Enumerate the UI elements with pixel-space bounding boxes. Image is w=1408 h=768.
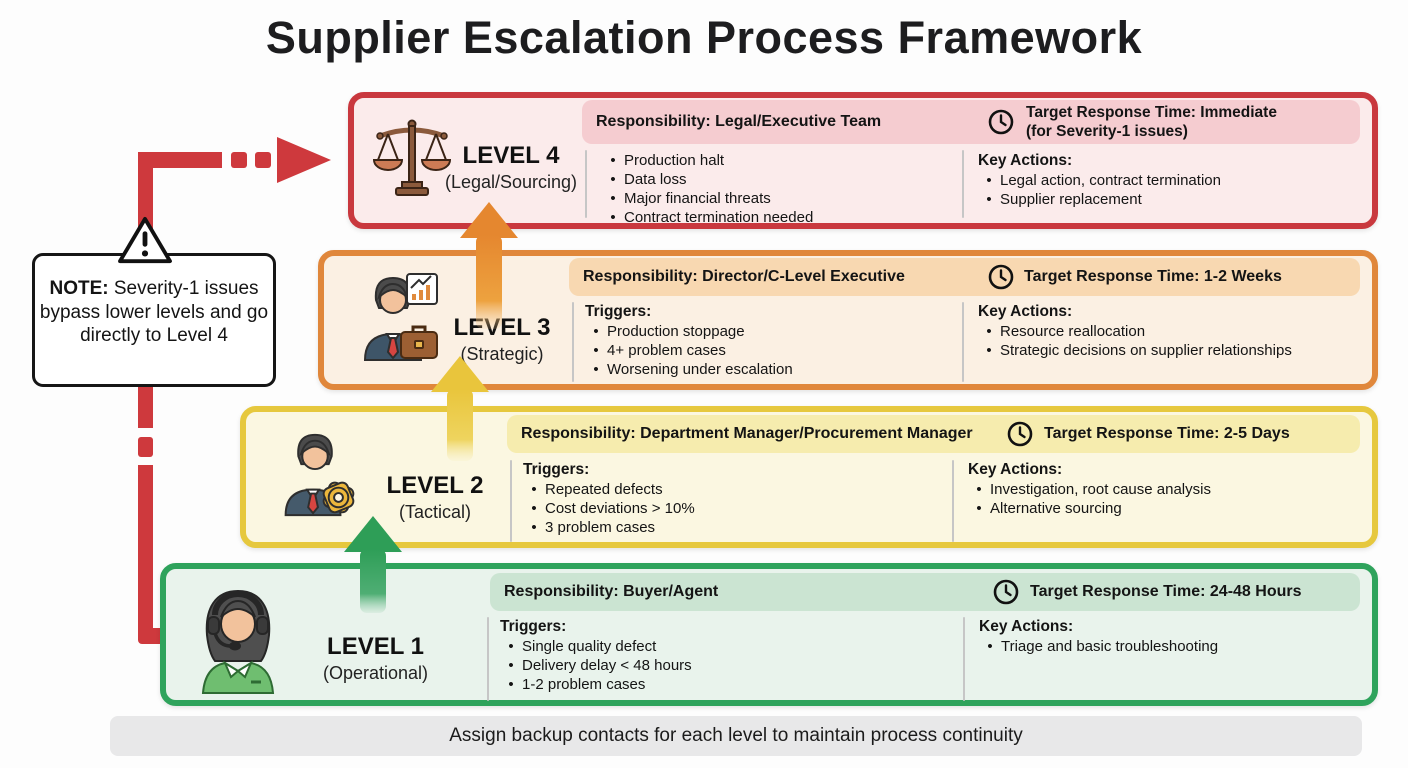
clock-icon bbox=[993, 579, 1019, 605]
trigger-item: 4+ problem cases bbox=[607, 342, 726, 359]
triggers-heading: Triggers: bbox=[523, 461, 590, 478]
manager-gear-icon bbox=[284, 433, 355, 517]
level-name: LEVEL 1 bbox=[327, 633, 424, 660]
level-subtitle: (Legal/Sourcing) bbox=[444, 172, 578, 192]
divider bbox=[487, 617, 489, 701]
key-action-item: Triage and basic troubleshooting bbox=[1001, 638, 1219, 655]
trigger-item: Cost deviations > 10% bbox=[545, 500, 695, 517]
executive-chart-icon bbox=[363, 273, 438, 361]
level4-triggers: •Production halt •Data loss •Major finan… bbox=[610, 152, 814, 226]
warning-icon bbox=[118, 216, 172, 264]
triggers-heading: Triggers: bbox=[500, 618, 567, 635]
level3-label: LEVEL 3 (Strategic) bbox=[422, 314, 582, 365]
bypass-dash bbox=[255, 152, 271, 168]
bypass-dash bbox=[231, 152, 247, 168]
clock-icon bbox=[988, 109, 1014, 135]
key-action-item: Investigation, root cause analysis bbox=[990, 481, 1211, 498]
response-time: Target Response Time: 2-5 Days bbox=[1044, 425, 1290, 442]
level3-header-strip: Responsibility: Director/C-Level Executi… bbox=[569, 258, 1360, 296]
key-actions-heading: Key Actions: bbox=[978, 152, 1073, 169]
trigger-item: Production halt bbox=[624, 152, 725, 169]
trigger-item: Single quality defect bbox=[522, 638, 657, 655]
level4-header-strip: Responsibility: Legal/Executive Team Tar… bbox=[582, 100, 1360, 144]
clock-icon bbox=[988, 264, 1014, 290]
responsibility-text: Responsibility: Department Manager/Procu… bbox=[521, 425, 973, 442]
level2-box: LEVEL 2 (Tactical) Responsibility: Depar… bbox=[240, 406, 1378, 548]
trigger-item: Data loss bbox=[624, 171, 687, 188]
level3-triggers: Triggers: •Production stoppage •4+ probl… bbox=[585, 302, 945, 379]
trigger-item: Delivery delay < 48 hours bbox=[522, 657, 692, 674]
level2-header-strip: Responsibility: Department Manager/Procu… bbox=[507, 415, 1360, 453]
response-time: Target Response Time: 1-2 Weeks bbox=[1024, 268, 1282, 285]
divider bbox=[963, 617, 965, 701]
divider bbox=[510, 460, 512, 542]
trigger-item: Major financial threats bbox=[624, 190, 771, 207]
trigger-item: Repeated defects bbox=[545, 481, 663, 498]
key-action-item: Supplier replacement bbox=[1000, 191, 1142, 208]
escalation-arrow-level3-to-level4-icon bbox=[460, 202, 518, 329]
trigger-item: Worsening under escalation bbox=[607, 361, 793, 378]
trigger-item: Production stoppage bbox=[607, 323, 745, 340]
page-title: Supplier Escalation Process Framework bbox=[265, 12, 1143, 63]
bypass-dash bbox=[138, 437, 153, 457]
balance-scale-icon bbox=[372, 119, 452, 196]
level2-label: LEVEL 2 (Tactical) bbox=[355, 472, 515, 523]
level4-label: LEVEL 4 (Legal/Sourcing) bbox=[436, 142, 586, 193]
divider bbox=[952, 460, 954, 542]
responsibility-text: Responsibility: Buyer/Agent bbox=[504, 583, 719, 600]
trigger-item: Contract termination needed bbox=[624, 209, 814, 226]
key-actions-heading: Key Actions: bbox=[978, 303, 1073, 320]
clock-icon bbox=[1007, 421, 1033, 447]
responsibility-text: Responsibility: Director/C-Level Executi… bbox=[583, 268, 905, 285]
level1-label: LEVEL 1 (Operational) bbox=[293, 633, 458, 684]
key-action-item: Legal action, contract termination bbox=[1000, 172, 1221, 189]
key-actions-heading: Key Actions: bbox=[979, 618, 1074, 635]
level4-box: LEVEL 4 (Legal/Sourcing) Responsibility:… bbox=[348, 92, 1378, 229]
level1-key-actions: Key Actions: •Triage and basic troublesh… bbox=[979, 617, 1369, 656]
note-box: NOTE: Severity-1 issues bypass lower lev… bbox=[32, 253, 276, 387]
level-name: LEVEL 2 bbox=[386, 472, 484, 499]
level-name: LEVEL 4 bbox=[462, 142, 560, 169]
support-agent-icon bbox=[201, 589, 275, 694]
response-time: Target Response Time: 24-48 Hours bbox=[1030, 583, 1302, 600]
level2-triggers: Triggers: •Repeated defects •Cost deviat… bbox=[523, 460, 903, 537]
level3-key-actions: Key Actions: •Resource reallocation •Str… bbox=[978, 302, 1368, 360]
bypass-line-top bbox=[138, 152, 222, 168]
level2-key-actions: Key Actions: •Investigation, root cause … bbox=[968, 460, 1358, 518]
key-action-item: Alternative sourcing bbox=[990, 500, 1122, 517]
divider bbox=[962, 150, 964, 218]
level-subtitle: (Tactical) bbox=[398, 502, 471, 522]
response-time: Target Response Time: Immediate (for Sev… bbox=[1026, 104, 1277, 140]
trigger-item: 3 problem cases bbox=[545, 519, 656, 536]
responsibility-text: Responsibility: Legal/Executive Team bbox=[596, 113, 882, 130]
trigger-item: 1-2 problem cases bbox=[522, 676, 646, 693]
note-text: Severity-1 issues bypass lower levels an… bbox=[39, 278, 269, 346]
level-subtitle: (Operational) bbox=[322, 663, 429, 683]
level1-box: LEVEL 1 (Operational) Responsibility: Bu… bbox=[160, 563, 1378, 706]
escalation-arrow-level1-to-level2-icon bbox=[344, 516, 402, 613]
bypass-line-vertical-lower bbox=[138, 465, 153, 644]
key-action-item: Resource reallocation bbox=[1000, 323, 1146, 340]
divider bbox=[585, 150, 587, 218]
level1-header-strip: Responsibility: Buyer/Agent Target Respo… bbox=[490, 573, 1360, 611]
level4-key-actions: Key Actions: •Legal action, contract ter… bbox=[978, 151, 1363, 209]
footer-note: Assign backup contacts for each level to… bbox=[110, 716, 1362, 756]
level1-triggers: Triggers: •Single quality defect •Delive… bbox=[500, 617, 880, 694]
key-actions-heading: Key Actions: bbox=[968, 461, 1063, 478]
bypass-arrowhead-icon bbox=[277, 137, 331, 183]
divider bbox=[962, 302, 964, 382]
divider bbox=[572, 302, 574, 382]
escalation-arrow-level2-to-level3-icon bbox=[431, 356, 489, 461]
level-subtitle: (Strategic) bbox=[460, 344, 544, 364]
triggers-heading: Triggers: bbox=[585, 303, 652, 320]
key-action-item: Strategic decisions on supplier relation… bbox=[1000, 342, 1292, 359]
note-prefix: NOTE: bbox=[49, 278, 109, 299]
